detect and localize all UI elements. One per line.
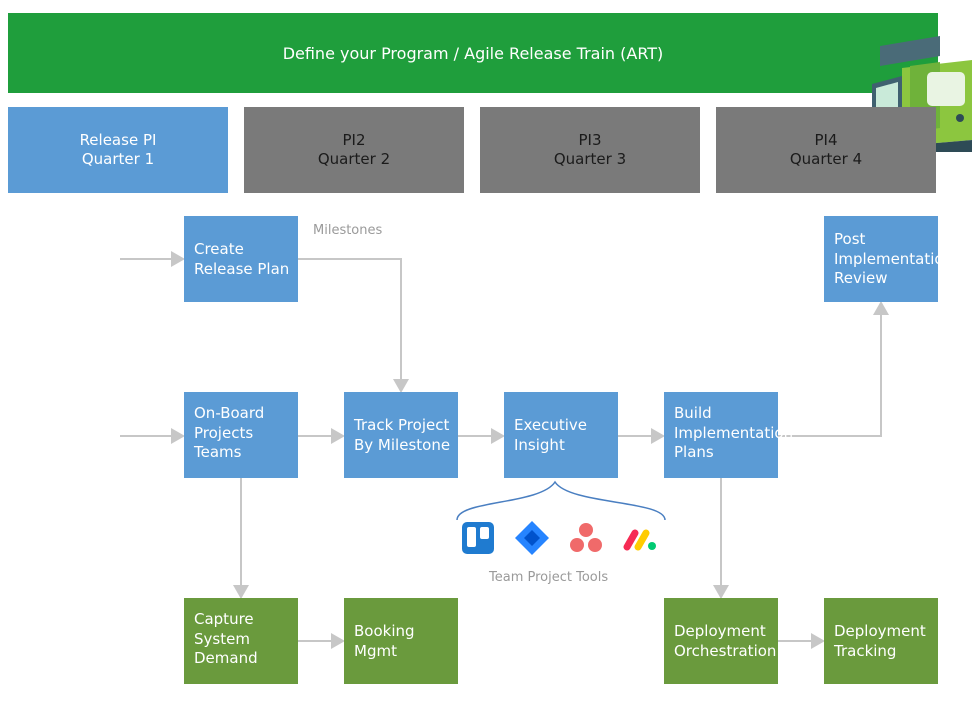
- increment-release-pi: Release PI Quarter 1: [8, 107, 228, 193]
- step-build-implementation-plans: Build Implementation Plans: [664, 392, 794, 478]
- step-line: Track Project: [354, 416, 450, 434]
- increment-quarter: Quarter 1: [81, 150, 155, 168]
- step-line: System: [194, 629, 250, 648]
- step-line: Post: [834, 230, 866, 248]
- team-project-tools-label: Team Project Tools: [489, 570, 609, 585]
- trello-icon: [462, 522, 494, 554]
- tools-brace: [456, 480, 666, 521]
- step-line: Implementation: [834, 249, 954, 268]
- increment-quarter: Quarter 3: [553, 150, 627, 168]
- step-line: Implementation: [674, 423, 794, 442]
- step-post-implementation-review: Post Implementation Review: [824, 216, 954, 302]
- monday-icon: [623, 529, 656, 551]
- step-line: Projects: [194, 423, 254, 442]
- step-line: Demand: [194, 649, 258, 667]
- step-line: Review: [834, 269, 888, 287]
- increment-pi2: PI2 Quarter 2: [244, 107, 464, 193]
- step-onboard-projects-teams: On-Board Projects Teams: [184, 392, 298, 478]
- step-line: Build: [674, 404, 712, 422]
- milestones-label: Milestones: [313, 223, 383, 238]
- step-create-release-plan: Create Release Plan: [184, 216, 298, 302]
- increment-quarter: Quarter 4: [789, 150, 863, 168]
- step-deployment-tracking: Deployment Tracking: [824, 598, 938, 684]
- step-track-project-by-milestone: Track Project By Milestone: [344, 392, 458, 478]
- step-line: By Milestone: [354, 435, 451, 454]
- step-line: Booking: [354, 622, 415, 640]
- milestones-connector: [298, 258, 409, 393]
- program-banner: Define your Program / Agile Release Trai…: [8, 13, 938, 93]
- step-line: Deployment: [834, 622, 926, 640]
- program-banner-title: Define your Program / Agile Release Trai…: [282, 43, 664, 63]
- increment-title: PI2: [342, 130, 366, 149]
- step-line: Deployment: [674, 622, 766, 640]
- step-executive-insight: Executive Insight: [504, 392, 618, 478]
- step-deployment-orchestration: Deployment Orchestration: [664, 598, 778, 684]
- step-line: Release Plan: [194, 259, 290, 278]
- jira-icon: [515, 521, 549, 555]
- step-line: Create: [194, 240, 244, 258]
- step-line: Mgmt: [354, 641, 397, 660]
- step-line: Plans: [674, 443, 714, 461]
- step-line: Teams: [194, 443, 242, 461]
- increment-pi4: PI4 Quarter 4: [716, 107, 936, 193]
- step-line: Executive: [514, 416, 588, 434]
- step-line: Orchestration: [674, 641, 777, 660]
- increment-title: PI4: [814, 130, 838, 149]
- step-capture-system-demand: Capture System Demand: [184, 598, 298, 684]
- increment-quarter: Quarter 2: [317, 150, 391, 168]
- build-to-review-connector: [778, 301, 889, 437]
- step-booking-mgmt: Booking Mgmt: [344, 598, 458, 684]
- step-line: Capture: [194, 610, 254, 628]
- increment-pi3: PI3 Quarter 3: [480, 107, 700, 193]
- increment-title: PI3: [578, 130, 602, 149]
- increment-title: Release PI: [79, 130, 157, 149]
- step-line: Insight: [514, 435, 565, 454]
- asana-icon: [570, 523, 602, 552]
- step-line: On-Board: [194, 404, 265, 422]
- step-line: Tracking: [834, 641, 897, 660]
